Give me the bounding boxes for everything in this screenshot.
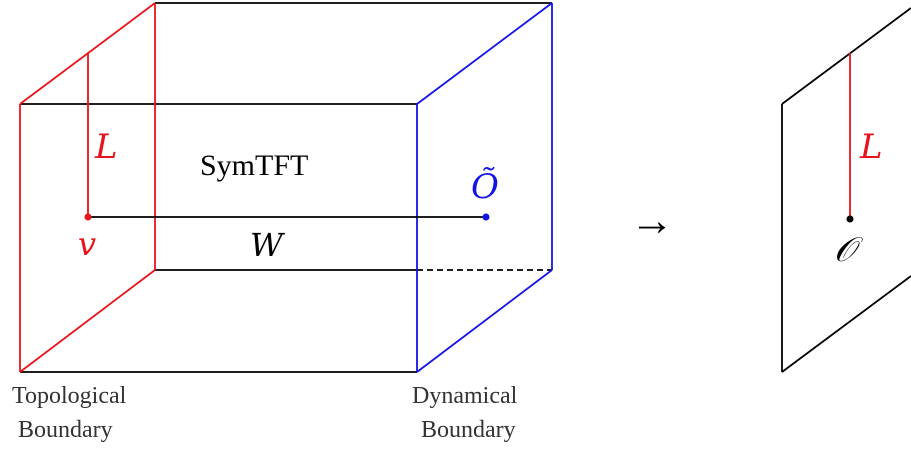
operator-dot xyxy=(846,215,854,223)
label-symtft: SymTFT xyxy=(200,149,308,182)
label-operator: 𝒪 xyxy=(834,230,863,270)
operator-tilde-dot xyxy=(482,213,490,221)
caption-dynamical-line2: Boundary xyxy=(421,417,516,443)
caption-topological-line1: Topological xyxy=(12,383,127,409)
label-L-left: L xyxy=(94,127,118,167)
right-plane xyxy=(781,7,911,373)
label-v: v xyxy=(78,225,96,263)
arrow-symbol: → xyxy=(630,196,674,245)
dyn-top-edge xyxy=(416,2,553,105)
box-black-edges xyxy=(20,2,552,373)
caption-dynamical-line1: Dynamical xyxy=(412,383,518,409)
label-W: W xyxy=(250,226,286,264)
plane-bottom-edge xyxy=(781,275,911,373)
label-L-right: L xyxy=(859,127,883,167)
topo-bottom-edge xyxy=(19,269,156,373)
point-v-dot xyxy=(84,213,92,221)
topological-boundary-face xyxy=(19,2,156,373)
plane-top-edge xyxy=(781,7,911,105)
dynamical-boundary-face xyxy=(416,2,553,373)
caption-topological-line2: Boundary xyxy=(18,417,113,443)
label-operator-tilde: Õ xyxy=(471,166,499,207)
dyn-bottom-edge xyxy=(416,269,553,373)
